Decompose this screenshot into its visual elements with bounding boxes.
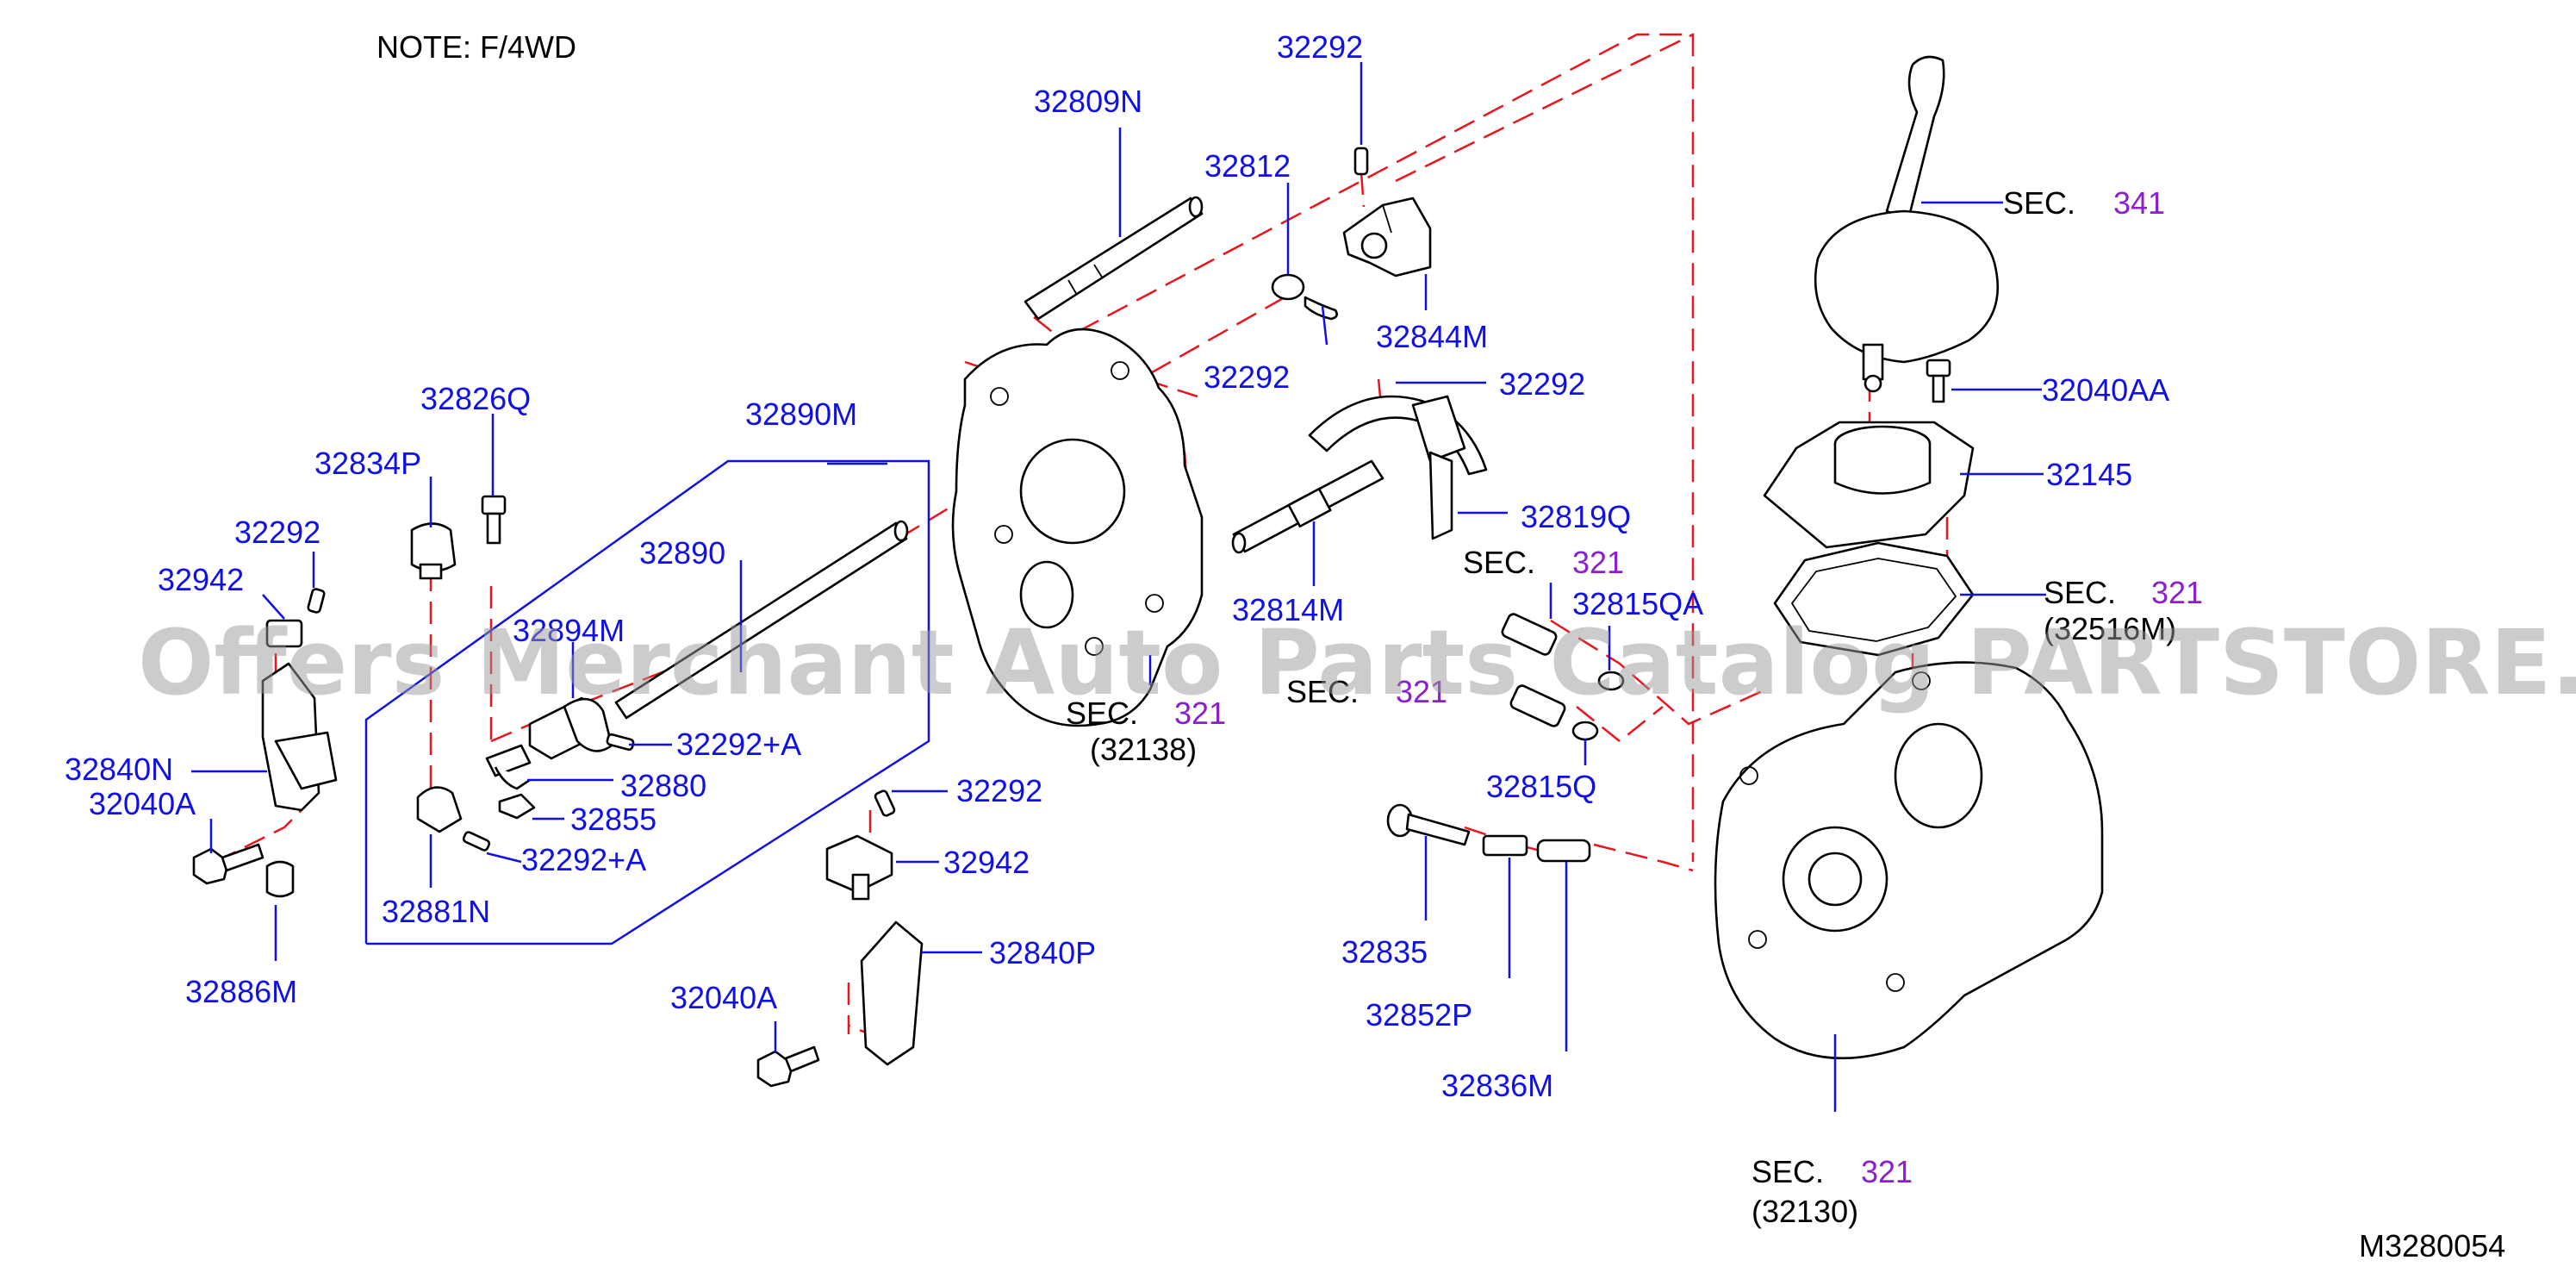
bolt-32040A-low[interactable] xyxy=(756,1045,820,1088)
label-32886M[interactable]: 32886M xyxy=(185,974,297,1009)
figure-code: M3280054 xyxy=(2359,1228,2505,1263)
label-32840P[interactable]: 32840P xyxy=(989,935,1096,970)
sec-word: SEC. xyxy=(2003,185,2075,221)
label-32840N[interactable]: 32840N xyxy=(65,752,173,787)
label-32815QA[interactable]: 32815QA xyxy=(1572,586,1703,621)
part-32942-low[interactable] xyxy=(825,834,893,901)
label-32852P[interactable]: 32852P xyxy=(1366,997,1472,1033)
label-32809N[interactable]: 32809N xyxy=(1034,84,1142,119)
label-32292-top[interactable]: 32292 xyxy=(1277,29,1363,65)
label-32880[interactable]: 32880 xyxy=(620,768,706,803)
bracket-32844M[interactable] xyxy=(1342,197,1432,278)
watermark: Offers Merchant Auto Parts Catalog PARTS… xyxy=(138,610,2576,715)
part-32942-left[interactable] xyxy=(265,619,303,648)
label-32812[interactable]: 32812 xyxy=(1204,148,1291,184)
part-number-labels: 32292 32809N 32812 32844M 32292 32292 32… xyxy=(65,29,2169,1103)
label-32819Q[interactable]: 32819Q xyxy=(1521,499,1631,534)
bolt-32040A-left[interactable] xyxy=(192,843,264,885)
bracket-32840N[interactable] xyxy=(261,662,338,812)
note-text: NOTE: F/4WD xyxy=(376,29,576,65)
adapter-plate-32138[interactable] xyxy=(951,328,1204,727)
label-32835[interactable]: 32835 xyxy=(1341,934,1428,970)
switch-32815QA[interactable] xyxy=(1501,613,1625,691)
label-32292-low[interactable]: 32292 xyxy=(956,773,1042,808)
bolt-32826Q[interactable] xyxy=(481,495,507,545)
plug-32834P[interactable] xyxy=(410,522,457,580)
label-32881N[interactable]: 32881N xyxy=(382,894,490,929)
label-32814M[interactable]: 32814M xyxy=(1232,592,1344,627)
sec-word: SEC. xyxy=(1752,1154,1824,1189)
label-32844M[interactable]: 32844M xyxy=(1376,319,1488,354)
label-32040A-low[interactable]: 32040A xyxy=(670,980,777,1015)
pin-32292-left[interactable] xyxy=(307,588,326,614)
label-32145[interactable]: 32145 xyxy=(2046,457,2132,492)
sec-word: SEC. xyxy=(2044,575,2116,610)
pin-32292-low[interactable] xyxy=(874,789,896,817)
label-32890M[interactable]: 32890M xyxy=(745,396,857,432)
label-32826Q[interactable]: 32826Q xyxy=(420,381,531,416)
sec-word: SEC. xyxy=(1463,545,1535,580)
switch-32815Q[interactable] xyxy=(1509,684,1599,741)
section-ref-321-mid[interactable]: SEC. 321 xyxy=(1286,674,1447,709)
section-ref-341[interactable]: SEC. 341 xyxy=(2003,185,2165,221)
pin-32292A-1[interactable] xyxy=(606,733,635,752)
label-32894M[interactable]: 32894M xyxy=(513,613,625,648)
section-ref-321-gasket[interactable]: SEC. 321 (32516M) xyxy=(2044,575,2203,646)
sec-sub: (32130) xyxy=(1752,1194,1858,1229)
sec-word: SEC. xyxy=(1286,674,1359,709)
label-32292-mid[interactable]: 32292 xyxy=(1204,359,1290,395)
sec-word: SEC. xyxy=(1066,696,1138,731)
sec-number: 321 xyxy=(1174,696,1226,731)
group-frame xyxy=(364,459,930,945)
sec-number: 321 xyxy=(1572,545,1624,580)
section-ref-321-adapter[interactable]: SEC. 321 (32138) xyxy=(1066,696,1226,767)
part-32852P[interactable] xyxy=(1482,834,1528,857)
label-32292A-2[interactable]: 32292+A xyxy=(521,842,646,877)
part-32886M[interactable] xyxy=(265,860,295,898)
label-32890[interactable]: 32890 xyxy=(639,535,725,571)
label-32292-fork[interactable]: 32292 xyxy=(1499,366,1585,402)
sec-sub: (32516M) xyxy=(2044,611,2176,646)
shift-rod-32814M[interactable] xyxy=(1231,459,1384,554)
part-32880[interactable] xyxy=(485,744,532,790)
lever-housing-32145[interactable] xyxy=(1763,421,1975,549)
label-32855[interactable]: 32855 xyxy=(570,802,656,837)
label-32942-low[interactable]: 32942 xyxy=(943,845,1030,880)
part-32836M[interactable] xyxy=(1536,839,1591,863)
sec-number: 321 xyxy=(2151,575,2203,610)
shift-fork-32819Q[interactable] xyxy=(1308,395,1488,540)
control-lever-341[interactable] xyxy=(1814,55,2000,393)
section-ref-321-case[interactable]: SEC. 321 (32130) xyxy=(1752,1154,1913,1229)
part-32881N[interactable] xyxy=(416,786,463,833)
shift-rod-32809N[interactable] xyxy=(1024,196,1204,321)
sec-number: 321 xyxy=(1861,1154,1913,1189)
label-32834P[interactable]: 32834P xyxy=(314,446,421,481)
leader-lines xyxy=(191,62,2046,1112)
bracket-32894M[interactable] xyxy=(528,696,613,760)
sec-number: 321 xyxy=(1396,674,1447,709)
sec-number: 341 xyxy=(2113,185,2165,221)
label-32040AA[interactable]: 32040AA xyxy=(2042,372,2169,408)
label-32040A-left[interactable]: 32040A xyxy=(89,786,196,821)
bracket-32840P[interactable] xyxy=(860,920,924,1066)
label-32815Q[interactable]: 32815Q xyxy=(1486,769,1596,804)
pin-32292-top[interactable] xyxy=(1353,147,1369,176)
clip-32812[interactable] xyxy=(1271,273,1338,321)
bolt-32040AA[interactable] xyxy=(1926,359,1951,403)
label-32942-left[interactable]: 32942 xyxy=(158,562,244,597)
label-32292A-1[interactable]: 32292+A xyxy=(676,727,801,762)
section-ref-321-switch[interactable]: SEC. 321 xyxy=(1463,545,1624,580)
label-32292-left[interactable]: 32292 xyxy=(234,515,320,550)
shift-rod-32890[interactable] xyxy=(614,520,909,720)
pin-32292A-2[interactable] xyxy=(462,831,491,852)
rod-32835[interactable] xyxy=(1386,803,1471,846)
part-32855[interactable] xyxy=(498,793,536,820)
sec-sub: (32138) xyxy=(1090,732,1197,767)
label-32836M[interactable]: 32836M xyxy=(1441,1068,1553,1103)
transmission-case-32130[interactable] xyxy=(1714,661,2104,1060)
